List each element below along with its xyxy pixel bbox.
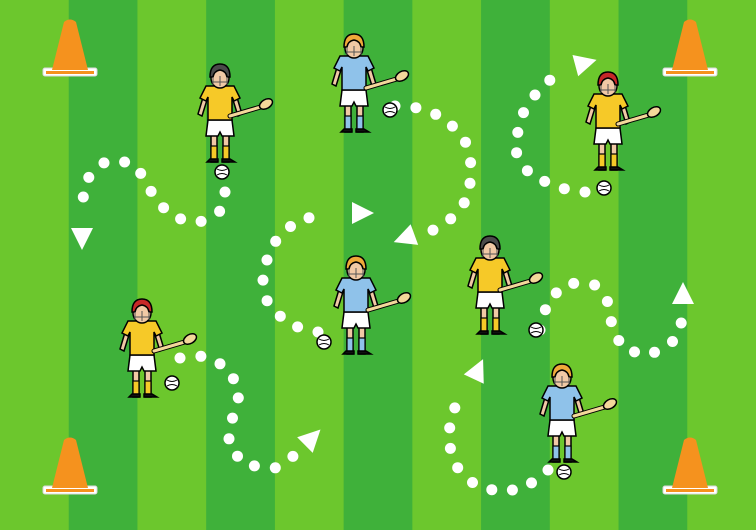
pitch-stripe [0, 0, 69, 530]
path-dot [447, 121, 458, 132]
path-dot [602, 296, 613, 307]
path-dot [511, 147, 522, 158]
path-dot [667, 336, 678, 347]
path-dot [119, 157, 130, 168]
sliotar-ball-icon [557, 465, 571, 479]
path-dot [215, 358, 226, 369]
path-dot [649, 347, 660, 358]
path-dot [449, 402, 460, 413]
path-dot [559, 183, 570, 194]
path-dot [228, 373, 239, 384]
path-dot [568, 278, 579, 289]
sliotar-ball-icon [215, 165, 229, 179]
path-dot [227, 413, 238, 424]
path-dot [613, 335, 624, 346]
path-dot [452, 462, 463, 473]
path-dot [467, 477, 478, 488]
path-dot [78, 192, 89, 203]
path-dot [444, 422, 455, 433]
path-dot [465, 157, 476, 168]
path-dot [292, 321, 303, 332]
path-dot [526, 477, 537, 488]
path-dot [540, 304, 551, 315]
pitch-stripe [137, 0, 206, 530]
pitch-stripe [69, 0, 138, 530]
path-dot [518, 107, 529, 118]
path-dot [580, 187, 591, 198]
pitch-stripe [619, 0, 688, 530]
path-dot [465, 178, 476, 189]
sliotar-ball-icon [383, 103, 397, 117]
sliotar-ball-icon [317, 335, 331, 349]
path-dot [233, 392, 244, 403]
path-dot [175, 213, 186, 224]
path-dot [285, 221, 296, 232]
path-dot [544, 75, 555, 86]
path-dot [512, 127, 523, 138]
path-dot [270, 462, 281, 473]
path-dot [270, 236, 281, 247]
path-dot [249, 460, 260, 471]
path-dot [410, 102, 421, 113]
sliotar-ball-icon [165, 376, 179, 390]
path-dot [445, 213, 456, 224]
sliotar-ball-icon [529, 323, 543, 337]
path-dot [522, 165, 533, 176]
path-dot [459, 197, 470, 208]
path-dot [99, 157, 110, 168]
path-dot [146, 186, 157, 197]
path-dot [428, 225, 439, 236]
path-dot [195, 351, 206, 362]
path-dot [486, 484, 497, 495]
path-dot [539, 176, 550, 187]
path-dot [196, 216, 207, 227]
path-dot [175, 353, 186, 364]
path-dot [232, 451, 243, 462]
path-dot [589, 280, 600, 291]
path-dot [543, 465, 554, 476]
path-dot [224, 433, 235, 444]
path-dot [275, 311, 286, 322]
path-dot [83, 172, 94, 183]
path-dot [262, 255, 273, 266]
path-dot [135, 168, 146, 179]
path-dot [287, 451, 298, 462]
path-dot [676, 318, 687, 329]
path-dot [606, 316, 617, 327]
path-dot [445, 443, 456, 454]
path-dot [629, 346, 640, 357]
sliotar-ball-icon [597, 181, 611, 195]
path-dot [258, 275, 269, 286]
path-dot [530, 90, 541, 101]
path-dot [551, 287, 562, 298]
path-dot [214, 206, 225, 217]
path-dot [430, 109, 441, 120]
path-dot [262, 295, 273, 306]
path-dot [460, 137, 471, 148]
path-dot [507, 485, 518, 496]
path-dot [304, 212, 315, 223]
path-dot [220, 187, 231, 198]
path-dot [158, 202, 169, 213]
